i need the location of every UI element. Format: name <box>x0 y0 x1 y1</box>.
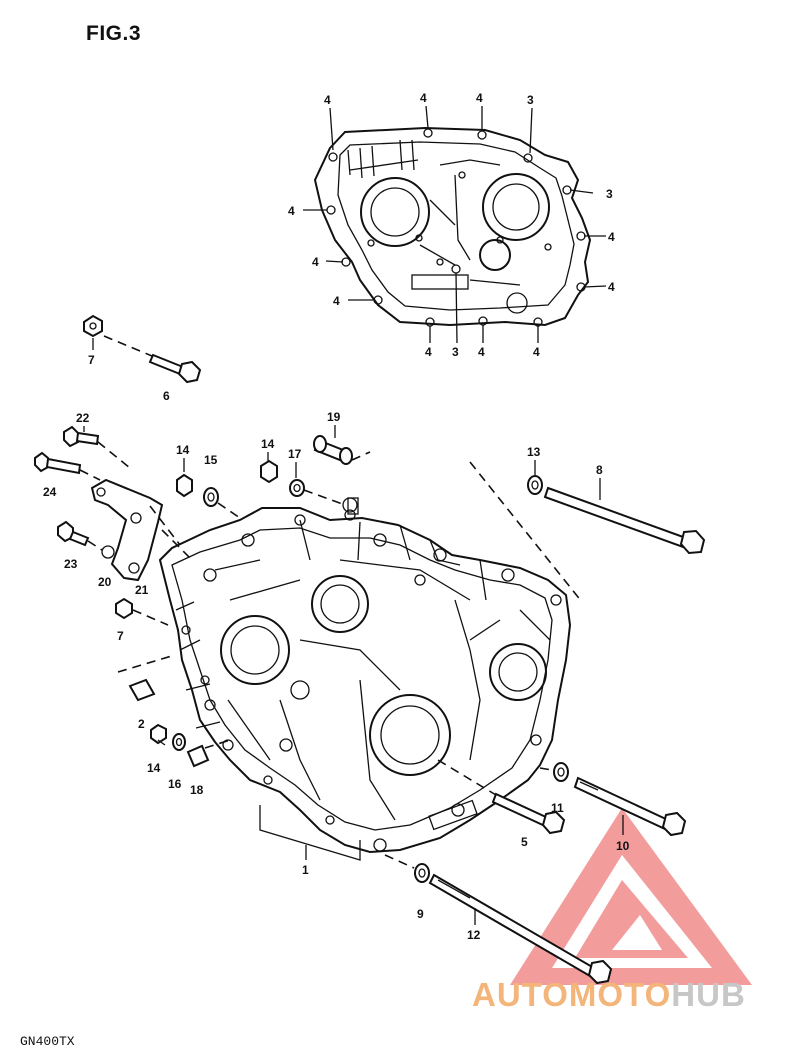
callout-7: 7 <box>88 353 95 367</box>
callout-13: 13 <box>527 445 541 459</box>
nut-14-mid <box>260 459 346 506</box>
nut-14-lower <box>150 723 231 768</box>
callout-1: 1 <box>302 863 309 877</box>
callout-18: 18 <box>190 783 204 797</box>
callout-3: 3 <box>606 187 613 201</box>
callout-11: 11 <box>551 801 564 815</box>
callout-21: 21 <box>135 583 149 597</box>
callout-16: 16 <box>168 777 182 791</box>
bolt-10 <box>573 776 687 837</box>
bolt-6 <box>103 335 202 384</box>
callout-5: 5 <box>521 835 528 849</box>
callout-15: 15 <box>204 453 218 467</box>
bolt-24 <box>34 451 101 481</box>
bolt-22 <box>63 425 131 469</box>
callout-14: 14 <box>176 443 190 457</box>
callout-4: 4 <box>288 204 295 218</box>
watermark-logo <box>510 808 752 985</box>
bolt-5 <box>437 759 566 835</box>
callout-6: 6 <box>163 389 170 403</box>
nut-7-left <box>115 597 169 626</box>
callout-14: 14 <box>147 761 161 775</box>
bolt-23 <box>57 520 103 551</box>
callout-3: 3 <box>527 93 534 107</box>
callout-4: 4 <box>420 91 427 105</box>
callout-10: 10 <box>616 839 630 853</box>
crankcase-main <box>158 497 572 861</box>
callout-19: 19 <box>327 410 341 424</box>
callout-4: 4 <box>333 294 340 308</box>
callout-8: 8 <box>596 463 603 477</box>
figure-title: FIG.3 <box>86 22 142 45</box>
callout-22: 22 <box>76 411 90 425</box>
callout-24: 24 <box>43 485 57 499</box>
watermark-brand-part1: AUTOMOTO <box>472 976 672 1013</box>
callout-4: 4 <box>425 345 432 359</box>
bolt-12 <box>428 873 613 985</box>
callout-14: 14 <box>261 437 275 451</box>
watermark-brand-part2: HUB <box>671 976 746 1013</box>
nut-7-top <box>83 314 103 338</box>
callout-4: 4 <box>476 91 483 105</box>
crankcase-top-view <box>303 105 607 344</box>
bushing-19 <box>313 435 371 465</box>
callout-23: 23 <box>64 557 78 571</box>
bolt-8 <box>469 461 706 603</box>
model-code: GN400TX <box>20 1034 75 1049</box>
callout-4: 4 <box>478 345 485 359</box>
callout-4: 4 <box>324 93 331 107</box>
callout-17: 17 <box>288 447 302 461</box>
callout-4: 4 <box>312 255 319 269</box>
callout-20: 20 <box>98 575 112 589</box>
bracket-20-21 <box>90 478 193 582</box>
watermark-text: AUTOMOTOHUB <box>472 976 746 1014</box>
dowel-2 <box>117 654 176 702</box>
washer-9 <box>384 854 430 883</box>
callout-4: 4 <box>608 280 615 294</box>
callout-3: 3 <box>452 345 459 359</box>
callout-leaders <box>83 338 624 925</box>
callout-9: 9 <box>417 907 424 921</box>
callout-2: 2 <box>138 717 145 731</box>
callout-7: 7 <box>117 629 124 643</box>
nut-14-top <box>176 473 241 519</box>
callout-12: 12 <box>467 928 481 942</box>
callout-labels: 4 4 4 3 3 4 4 4 4 4 4 3 4 4 7 6 22 24 23… <box>43 91 630 942</box>
washer-11 <box>539 762 569 782</box>
callout-4: 4 <box>608 230 615 244</box>
callout-4: 4 <box>533 345 540 359</box>
